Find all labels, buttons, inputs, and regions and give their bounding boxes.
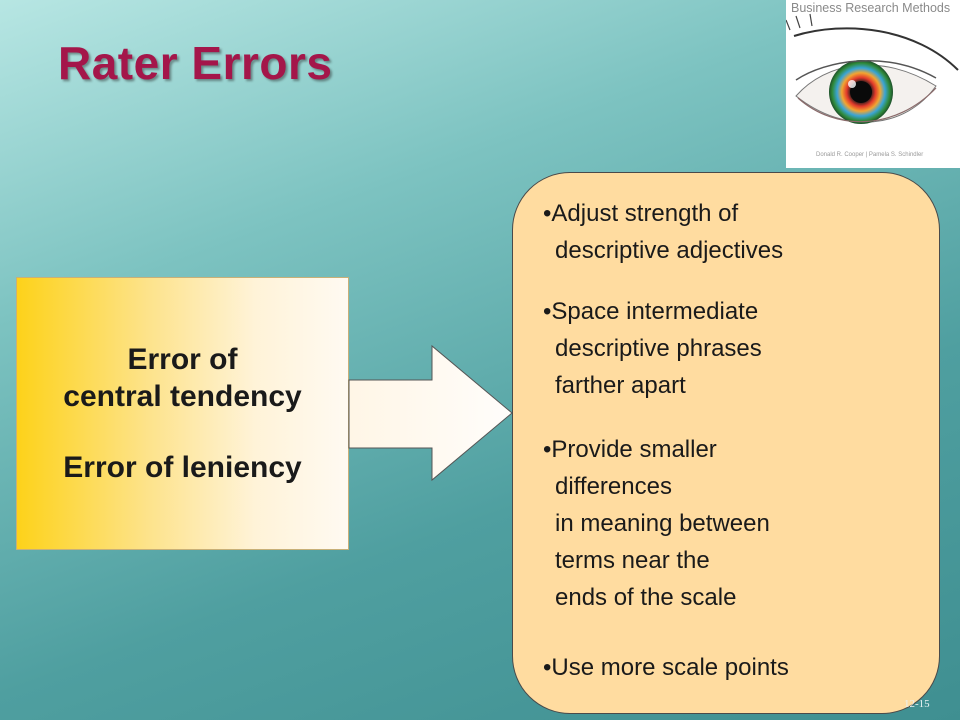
bullet-space-intermediate: •Space intermediate descriptive phrases …	[543, 293, 762, 404]
book-cover: Business Research Methods	[786, 0, 960, 168]
book-authors: Donald R. Cooper | Pamela S. Schindler	[816, 152, 924, 158]
error-types-box: Error of central tendency Error of lenie…	[16, 277, 349, 550]
bullet-line: descriptive adjectives	[555, 237, 784, 264]
bullet-line: ends of the scale	[555, 584, 737, 611]
bullet-line: •Provide smaller	[543, 436, 717, 463]
error-leniency: Error of leniency	[63, 451, 302, 484]
bullet-line: •Use more scale points	[543, 654, 789, 681]
bullet-adjust-strength: •Adjust strength of descriptive adjectiv…	[543, 195, 783, 269]
slide-title: Rater Errors	[58, 37, 333, 89]
error-central-tendency-line2: central tendency	[63, 380, 302, 413]
eye-icon	[786, 13, 959, 124]
bullet-more-scale-points: •Use more scale points	[543, 649, 789, 686]
bullet-line: terms near the	[555, 547, 710, 574]
bullet-line: descriptive phrases	[555, 335, 762, 362]
page-number: 12-15	[904, 698, 930, 710]
book-title: Business Research Methods	[791, 1, 951, 15]
bullet-line: •Adjust strength of	[543, 200, 739, 227]
bullet-line: differences	[555, 473, 672, 500]
bullet-line: in meaning between	[555, 510, 770, 537]
bullet-line: farther apart	[555, 372, 686, 399]
bullet-line: •Space intermediate	[543, 298, 759, 325]
bullet-provide-smaller-differences: •Provide smaller differences in meaning …	[543, 431, 770, 616]
error-central-tendency-line1: Error of	[127, 343, 238, 376]
remedies-box: •Adjust strength of descriptive adjectiv…	[512, 172, 940, 714]
